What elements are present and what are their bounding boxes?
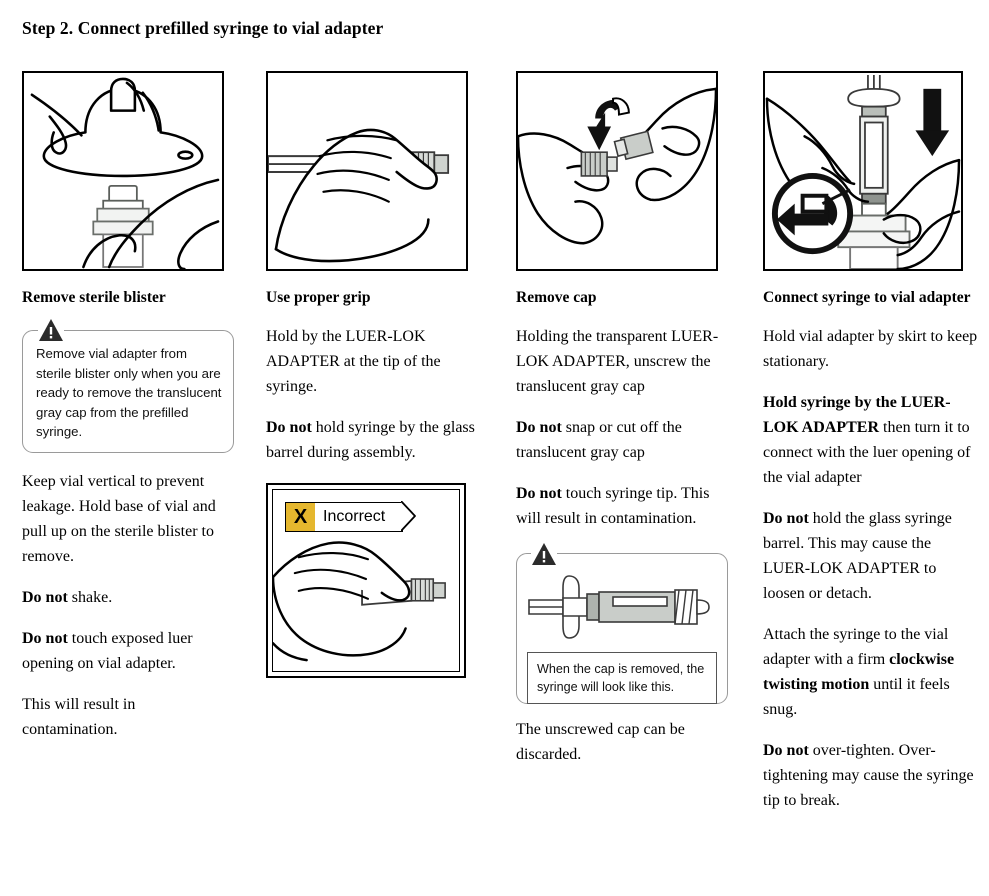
incorrect-example-inner: X Incorrect [272,489,460,672]
incorrect-badge-label: Incorrect [323,508,386,525]
paragraph: Do not touch syringe tip. This will resu… [516,481,728,531]
paragraph: Hold syringe by the LUER-LOK ADAPTER the… [763,390,981,490]
badge-arrow-icon [400,500,417,533]
column-heading: Remove sterile blister [22,289,166,306]
paragraph-text: over-tighten. Over-tightening may cause … [763,742,974,809]
paragraph: Keep vial vertical to prevent leakage. H… [22,469,234,569]
remove-cap-illustration [516,71,718,271]
paragraph: Do not over-tighten. Over-tightening may… [763,738,981,813]
uncapped-syringe-illustration [527,568,717,646]
paragraph-text: touch syringe tip. This will result in c… [516,485,710,527]
uncapped-syringe-callout: When the cap is removed, the syringe wil… [516,542,728,704]
paragraph-text: Holding the transparent LUER-LOK ADAPTER… [516,328,719,395]
paragraph-text: touch exposed luer opening on vial adapt… [22,629,193,672]
paragraph-text: Hold by the LUER-LOK ADAPTER at the tip … [266,328,441,395]
paragraph-bold: Do not [763,742,809,759]
paragraph-text: Hold vial adapter by skirt to keep stati… [763,328,978,370]
incorrect-badge: X Incorrect [285,500,417,533]
paragraph: This will result in contamination. [22,692,234,742]
paragraph-text: Keep vial vertical to prevent leakage. H… [22,472,216,565]
connect-syringe-to-vial-adapter-illustration [763,71,963,271]
paragraph: Do not shake. [22,585,234,610]
warning-triangle-icon [38,318,64,342]
paragraph-text: shake. [67,588,113,606]
column-heading: Connect syringe to vial adapter [763,289,971,306]
paragraph: Do not hold the glass syringe barrel. Th… [763,506,981,606]
column-remove-sterile-blister: Remove sterile blister Remove vial adapt… [22,71,234,742]
paragraph-text: hold syringe by the glass barrel during … [266,419,475,461]
paragraph: Hold by the LUER-LOK ADAPTER at the tip … [266,324,478,399]
paragraph-bold: Do not [22,588,68,606]
warning-callout: Remove vial adapter from sterile blister… [22,318,234,453]
incorrect-example-box: X Incorrect [266,483,466,678]
page-title: Step 2. Connect prefilled syringe to via… [22,18,384,38]
paragraph-text: This will result in contamination. [22,695,136,738]
paragraph: Hold vial adapter by skirt to keep stati… [763,324,981,374]
column-use-proper-grip: Use proper grip Hold by the LUER-LOK ADA… [266,71,478,678]
paragraph: Do not touch exposed luer opening on via… [22,626,234,676]
paragraph: Holding the transparent LUER-LOK ADAPTER… [516,324,728,399]
paragraph-text: then turn it to connect with the luer op… [763,419,971,486]
column-remove-cap: Remove cap Holding the transparent LUER-… [516,71,728,767]
paragraph-text: Attach the syringe to the vial adapter w… [763,626,949,668]
warning-callout-text: Remove vial adapter from sterile blister… [36,346,222,439]
paragraph: Do not snap or cut off the translucent g… [516,415,728,465]
paragraph-bold: clockwise twisting motion [763,651,955,693]
paragraph: Do not hold syringe by the glass barrel … [266,415,478,465]
column-heading: Use proper grip [266,289,371,306]
remove-sterile-blister-illustration [22,71,224,271]
incorrect-badge-label-wrap: Incorrect [315,500,417,533]
x-mark-icon: X [285,502,315,532]
warning-triangle-icon [531,542,557,566]
paragraph-text: snap or cut off the translucent gray cap [516,419,682,461]
use-proper-grip-illustration [266,71,468,271]
paragraph-bold: Do not [22,629,68,647]
column-connect-syringe: Connect syringe to vial adapter Hold via… [763,71,981,813]
paragraph: The unscrewed cap can be discarded. [516,717,728,767]
paragraph-text-tail: until it feels snug. [763,676,950,718]
paragraph-bold: Do not [763,510,809,527]
paragraph-text: hold the glass syringe barrel. This may … [763,510,952,602]
paragraph-text: The unscrewed cap can be discarded. [516,721,685,763]
paragraph: Attach the syringe to the vial adapter w… [763,622,981,722]
uncapped-syringe-caption: When the cap is removed, the syringe wil… [527,652,717,704]
paragraph-bold: Do not [516,419,562,436]
incorrect-grip-illustration [273,490,459,671]
paragraph-bold: Do not [266,419,312,436]
column-heading: Remove cap [516,289,597,306]
paragraph-bold: Do not [516,485,562,502]
paragraph-bold: Hold syringe by the LUER-LOK ADAPTER [763,394,951,436]
